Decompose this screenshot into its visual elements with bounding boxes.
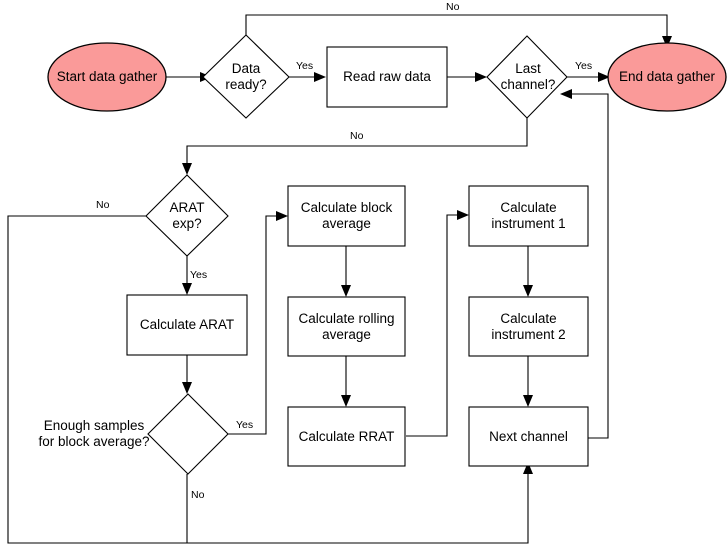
- node-calculate-block-average[interactable]: [287, 185, 406, 247]
- node-calculate-instrument-2[interactable]: [468, 296, 589, 357]
- edge-label-last-channel-no: No: [350, 130, 364, 142]
- node-end-data-gather[interactable]: [607, 42, 727, 112]
- edge-instrument-1-to-instrument-2: [523, 246, 533, 297]
- edge-read-raw-to-last-channel: [447, 72, 487, 82]
- edge-label-enough-no: No: [191, 489, 205, 501]
- edge-data-ready-no-to-end: [245, 14, 672, 48]
- edge-label-arat-no: No: [96, 199, 110, 211]
- node-arat-exp-decision[interactable]: [145, 174, 229, 257]
- node-data-ready-decision[interactable]: [202, 34, 290, 119]
- node-read-raw-data[interactable]: [326, 46, 448, 108]
- edge-label-data-ready-no: No: [446, 1, 460, 13]
- node-calculate-instrument-1[interactable]: [468, 185, 589, 247]
- node-next-channel[interactable]: [468, 406, 589, 467]
- node-enough-samples-decision[interactable]: [147, 393, 229, 475]
- node-last-channel-decision[interactable]: [486, 35, 568, 119]
- edge-next-channel-to-last-channel: [560, 89, 609, 439]
- edge-calculate-rrat-to-instrument-1: [406, 210, 469, 437]
- edge-label-data-ready-yes: Yes: [296, 60, 314, 72]
- node-calculate-rolling-average[interactable]: [287, 296, 406, 357]
- edge-label-arat-yes: Yes: [190, 269, 208, 281]
- node-calculate-arat[interactable]: [126, 294, 248, 356]
- edge-last-channel-no-to-arat-exp: [182, 118, 528, 175]
- edge-last-channel-yes-to-end: [567, 72, 610, 82]
- node-start-data-gather[interactable]: [47, 42, 167, 112]
- edge-label-enough-yes: Yes: [236, 419, 254, 431]
- edge-instrument-2-to-next-channel: [523, 356, 533, 407]
- edge-data-ready-to-read-raw: [289, 72, 326, 82]
- edge-enough-yes-to-block-average: [228, 211, 288, 435]
- edge-calculate-arat-to-enough-samples: [182, 355, 192, 394]
- node-calculate-rrat[interactable]: [287, 406, 406, 467]
- edge-block-average-to-rolling-average: [341, 246, 351, 297]
- edge-label-last-channel-yes: Yes: [575, 60, 593, 72]
- edge-rolling-average-to-calculate-rrat: [341, 356, 351, 407]
- edge-arat-no-to-next-channel: [7, 215, 533, 544]
- edge-arat-yes-to-calculate-arat: [182, 256, 192, 295]
